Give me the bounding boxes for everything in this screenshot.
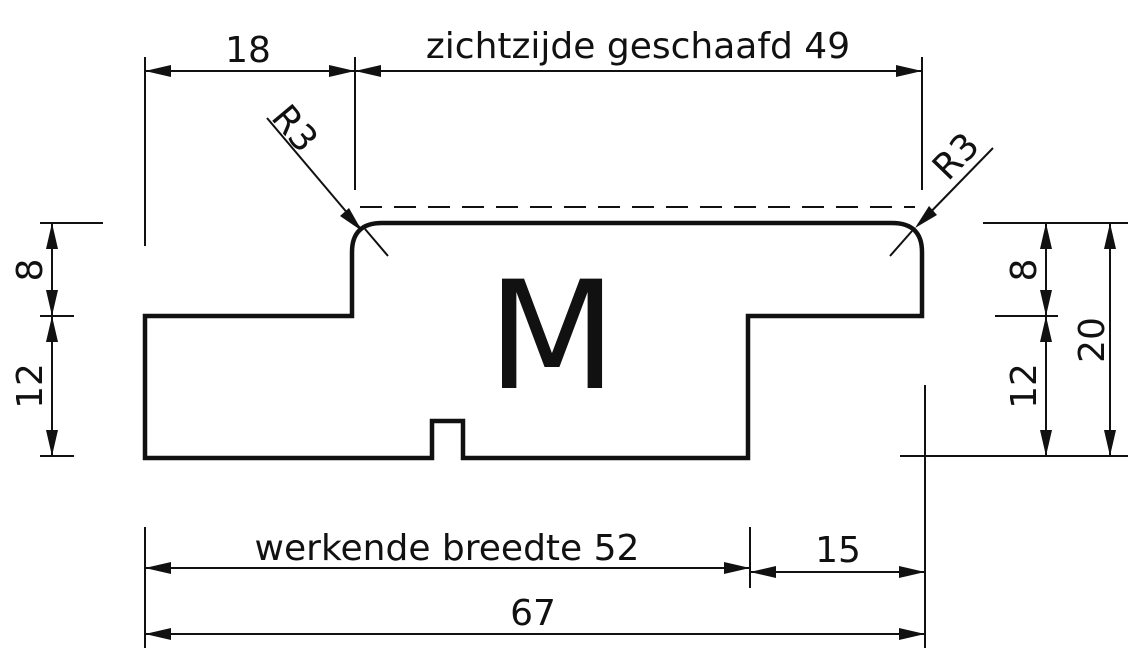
arrowhead bbox=[145, 65, 171, 77]
arrowhead bbox=[750, 566, 776, 578]
dimension-label-67: 67 bbox=[510, 593, 556, 634]
arrowhead bbox=[46, 430, 58, 456]
radius-mark-left bbox=[364, 228, 389, 257]
dimension-label-left-8: 8 bbox=[10, 259, 51, 282]
dimension-label-visible-side: zichtzijde geschaafd 49 bbox=[426, 26, 850, 67]
arrowhead bbox=[46, 223, 58, 249]
arrowhead bbox=[329, 65, 355, 77]
arrowhead bbox=[1040, 430, 1052, 456]
radius-leader-left bbox=[266, 117, 361, 229]
profile-outline bbox=[142, 220, 925, 461]
radius-mark-right bbox=[889, 230, 913, 257]
profile-letter: M bbox=[487, 250, 616, 424]
arrowhead bbox=[145, 562, 171, 574]
arrowhead bbox=[915, 206, 937, 228]
dimension-label-left-12: 12 bbox=[10, 363, 51, 409]
arrowhead bbox=[46, 290, 58, 316]
dimension-label-right-12: 12 bbox=[1004, 363, 1045, 409]
dimension-label-right-8: 8 bbox=[1004, 259, 1045, 282]
arrowhead bbox=[724, 562, 750, 574]
arrowhead bbox=[896, 65, 922, 77]
arrowhead bbox=[1040, 223, 1052, 249]
radius-label-left: R3 bbox=[263, 97, 325, 160]
arrowhead bbox=[899, 566, 925, 578]
radius-label-right: R3 bbox=[925, 125, 988, 188]
arrowhead bbox=[145, 628, 171, 640]
arrowhead bbox=[340, 208, 362, 231]
arrowhead bbox=[1104, 223, 1116, 249]
arrowhead bbox=[1104, 430, 1116, 456]
arrowhead bbox=[46, 316, 58, 342]
arrowhead bbox=[899, 628, 925, 640]
arrowhead bbox=[1040, 316, 1052, 342]
dimension-label-15: 15 bbox=[815, 530, 861, 571]
arrowhead bbox=[355, 65, 381, 77]
dimension-label-working-width: werkende breedte 52 bbox=[255, 528, 640, 569]
dimension-label-right-20: 20 bbox=[1072, 317, 1113, 363]
arrowhead bbox=[1040, 290, 1052, 316]
dimension-label-18: 18 bbox=[225, 30, 271, 71]
